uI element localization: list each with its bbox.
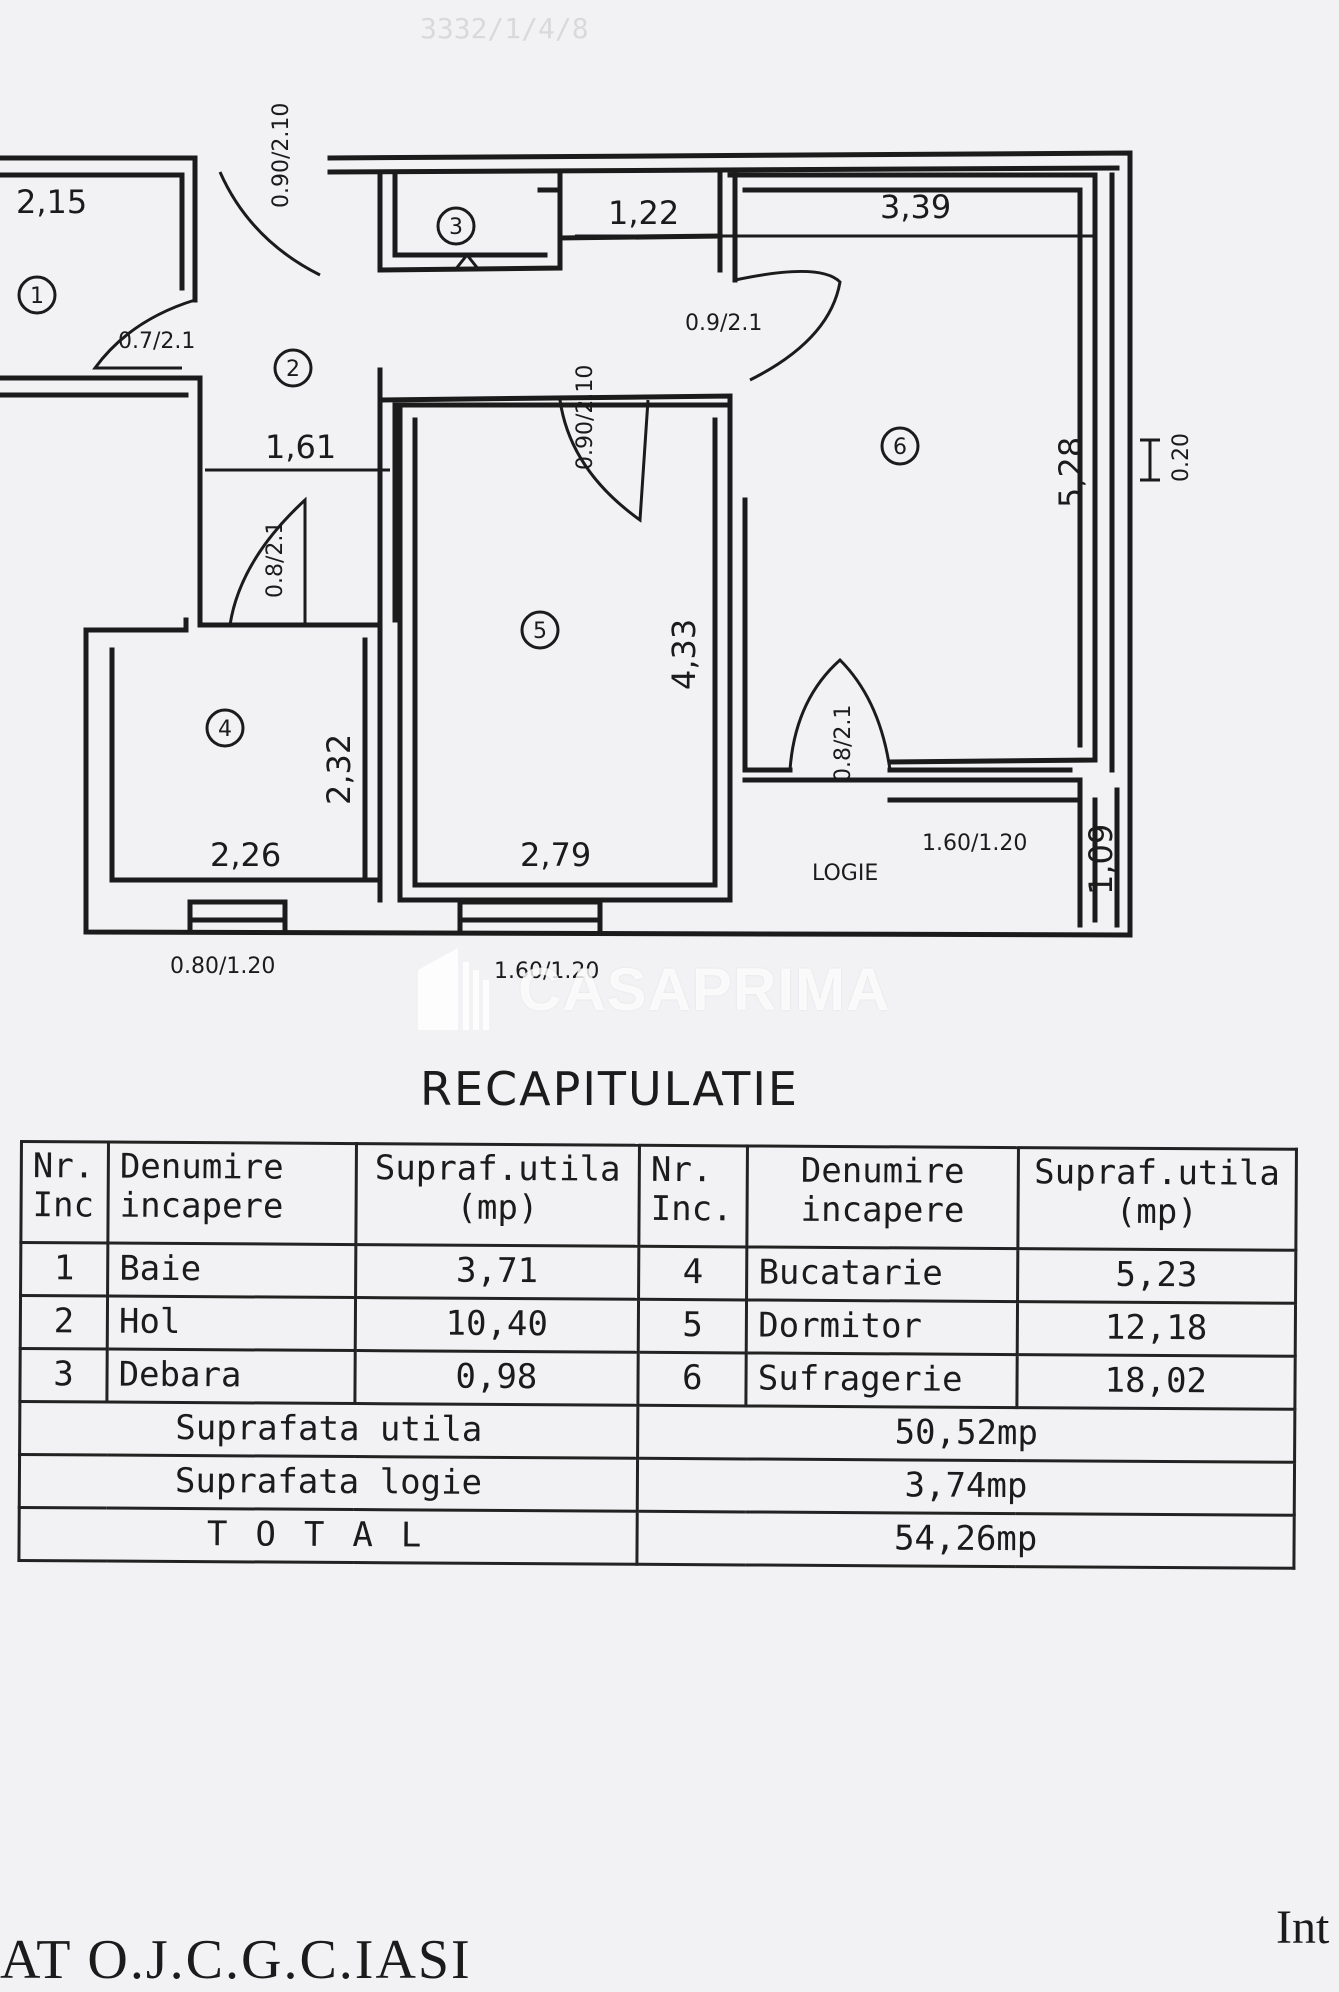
window-label-kitchen: 0.80/1.20 (170, 954, 275, 979)
dimension-5-28: 5,28 (1052, 437, 1090, 508)
dimension-1-09: 1,09 (1082, 824, 1120, 895)
dimension-2-26: 2,26 (210, 836, 281, 874)
recap-title: RECAPITULATIE (420, 1062, 799, 1116)
wall-room1-bottom (0, 375, 203, 623)
dimension-2-15: 2,15 (16, 183, 87, 221)
cell-area: 10,40 (354, 1297, 639, 1353)
window-kitchen (187, 899, 288, 935)
door-swing-logia (788, 657, 892, 771)
cell-nr: 6 (638, 1352, 747, 1406)
opening-bedroom: 0.90/2.10 (573, 365, 598, 470)
room-number-3: 3 (449, 215, 463, 240)
table-row: 2 Hol 10,40 5 Dormitor 12,18 (20, 1295, 1296, 1357)
header-name-2: Denumire incapere (747, 1145, 1018, 1249)
dimension-3-39: 3,39 (880, 188, 951, 226)
cell-name: Baie (107, 1243, 356, 1298)
wall-logia (742, 777, 1083, 928)
cell-area: 0,98 (354, 1350, 639, 1406)
window-label-logia: 1.60/1.20 (922, 831, 1027, 856)
summary-row-useful-area: Suprafata utila 50,52mp (19, 1401, 1295, 1463)
table-header-row: Nr. Inc Denumire incapere Supraf.utila (… (20, 1141, 1297, 1251)
background-stamp-text: 3332/1/4/8 (420, 12, 589, 45)
dimension-1-61: 1,61 (265, 428, 336, 466)
room-marker-3 (436, 206, 476, 246)
header-nr: Nr. Inc (20, 1141, 109, 1244)
door-swing-baie (92, 298, 196, 370)
dimension-2-32: 2,32 (320, 734, 358, 805)
header-area: Supraf.utila (mp) (355, 1143, 640, 1247)
cell-nr: 2 (20, 1295, 108, 1350)
opening-baie: 0.7/2.1 (118, 329, 195, 354)
logia-label: LOGIE (812, 861, 878, 886)
dimension-0-20: 0.20 (1169, 433, 1194, 482)
cell-nr: 5 (638, 1299, 747, 1353)
opening-logia: 0.8/2.1 (831, 705, 856, 782)
dimension-1-22: 1,22 (608, 194, 679, 232)
cell-area: 12,18 (1016, 1301, 1296, 1357)
window-bedroom (457, 899, 603, 935)
cell-nr: 1 (20, 1242, 108, 1297)
table-row: 1 Baie 3,71 4 Bucatarie 5,23 (20, 1242, 1296, 1304)
cell-name: Debara (106, 1349, 355, 1404)
room-marker-6 (880, 426, 920, 466)
door-swing-kitchen (228, 496, 307, 626)
door-swing-living (734, 269, 842, 382)
wall-debara (377, 169, 563, 273)
cell-area: 3,71 (355, 1244, 640, 1300)
room-marker-1 (17, 275, 57, 315)
opening-kitchen: 0.8/2.1 (263, 521, 288, 598)
cell-area: 18,02 (1016, 1354, 1296, 1410)
summary-value: 50,52mp (637, 1405, 1295, 1463)
summary-row-logia-area: Suprafata logie 3,74mp (19, 1454, 1295, 1516)
footer-stamp-text: AT O.J.C.G.C.IASI (0, 1929, 472, 1991)
summary-label: Suprafata utila (19, 1401, 639, 1459)
wall-bedroom (397, 402, 733, 903)
cell-area: 5,23 (1017, 1248, 1296, 1304)
summary-label: Suprafata logie (19, 1454, 638, 1512)
header-area-2: Supraf.utila (mp) (1017, 1147, 1297, 1251)
dimension-4-33: 4,33 (665, 619, 703, 690)
header-name: Denumire incapere (107, 1142, 357, 1245)
wall-living (727, 172, 1098, 765)
cell-name: Dormitor (746, 1299, 1018, 1355)
summary-value: 54,26mp (637, 1511, 1295, 1569)
watermark: CASAPRIMA (518, 956, 891, 1023)
cell-name: Sufragerie (746, 1352, 1017, 1408)
door-swing-entrance (218, 171, 321, 277)
recap-table: Nr. Inc Denumire incapere Supraf.utila (… (17, 1140, 1298, 1570)
summary-label: TOTAL (18, 1507, 638, 1565)
room-number-2: 2 (286, 357, 300, 382)
room-number-6: 6 (893, 435, 907, 460)
summary-value: 3,74mp (637, 1458, 1295, 1516)
room-number-4: 4 (218, 717, 232, 742)
opening-entrance: 0.90/2.10 (269, 103, 294, 208)
window-label-bedroom: 1.60/1.20 (494, 959, 599, 984)
wall-hall-bottom (377, 367, 733, 408)
room-number-5: 5 (533, 619, 547, 644)
summary-row-total: TOTAL 54,26mp (18, 1507, 1295, 1569)
door-swing-bedroom (558, 399, 650, 523)
watermark-building-icon (418, 948, 489, 1030)
footer-right-text: Int (1276, 1901, 1330, 1954)
room-marker-2 (273, 348, 313, 388)
opening-living: 0.9/2.1 (685, 311, 762, 336)
cell-name: Hol (107, 1296, 356, 1351)
wall-room1-top (0, 155, 198, 303)
room-marker-5 (520, 610, 560, 650)
room-number-1: 1 (30, 284, 44, 309)
cell-nr: 4 (638, 1246, 748, 1300)
dimension-2-79: 2,79 (520, 836, 591, 874)
cell-name: Bucatarie (746, 1246, 1018, 1302)
header-nr-2: Nr. Inc. (639, 1145, 748, 1247)
wall-kitchen (109, 647, 383, 883)
table-row: 3 Debara 0,98 6 Sufragerie 18,02 (19, 1348, 1296, 1410)
floor-plan: 1 2 3 4 5 6 2,15 1,22 3,39 1,61 2,26 2,7… (0, 103, 1194, 984)
room-marker-4 (205, 708, 245, 748)
cell-nr: 3 (19, 1348, 108, 1403)
wall-outer (83, 150, 1133, 938)
